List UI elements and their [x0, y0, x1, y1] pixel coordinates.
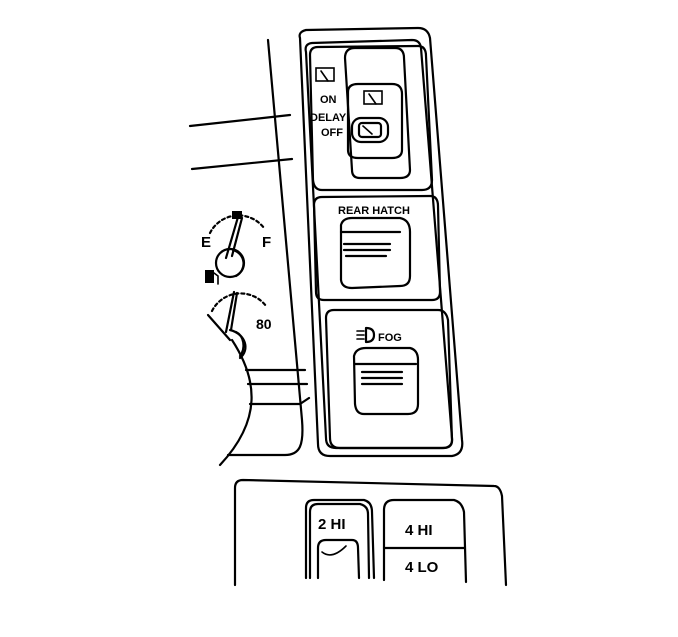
fuel-pump-icon	[205, 270, 214, 283]
wiper-off-label: OFF	[321, 127, 343, 139]
wiper-on-icon	[363, 90, 383, 105]
wiper-delay-label: DELAY	[310, 112, 347, 124]
4hi-4lo-button[interactable]	[382, 498, 468, 584]
rear-wiper-icon	[315, 67, 335, 82]
rear-hatch-label: REAR HATCH	[338, 205, 410, 217]
fog-lamp-switch[interactable]	[324, 308, 454, 450]
dash-trim-lines	[188, 113, 294, 171]
fuel-gauge	[205, 211, 266, 285]
transfer-case-panel	[233, 478, 508, 587]
4lo-label: 4 LO	[405, 559, 439, 576]
rear-hatch-switch[interactable]	[312, 194, 442, 302]
speedometer	[206, 290, 268, 360]
gauge-bezel	[218, 38, 311, 467]
fuel-full-label: F	[262, 234, 271, 251]
fuel-empty-label: E	[201, 234, 211, 251]
2hi-button[interactable]	[304, 498, 376, 580]
2hi-label: 2 HI	[318, 516, 346, 533]
speedometer-80-label: 80	[256, 316, 272, 332]
wiper-switch-bay[interactable]	[308, 44, 434, 192]
fog-label: FOG	[378, 332, 402, 344]
wiper-on-label: ON	[320, 94, 337, 106]
4hi-label: 4 HI	[405, 522, 433, 539]
fog-lamp-icon	[356, 326, 376, 344]
